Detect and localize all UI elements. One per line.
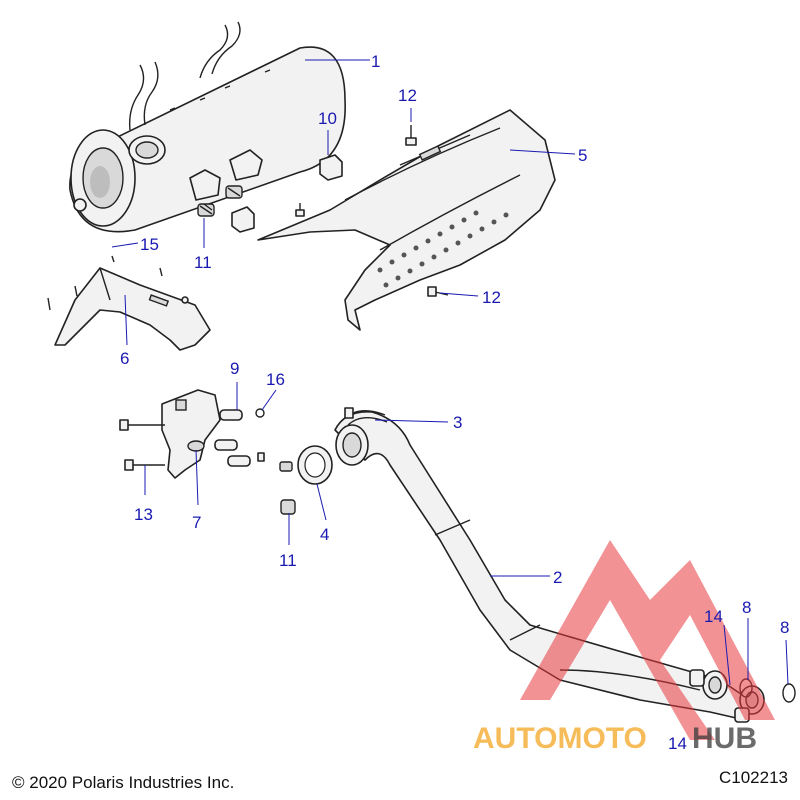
callout-8a: 8 xyxy=(742,598,751,617)
callout-6: 6 xyxy=(120,349,129,368)
callout-12b: 12 xyxy=(482,288,501,307)
drawing-code: C102213 xyxy=(718,768,788,787)
heat-shield-part-5 xyxy=(257,109,556,331)
callout-14a: 14 xyxy=(704,607,723,626)
leader-lines xyxy=(111,59,789,686)
callout-2: 2 xyxy=(553,568,562,587)
bolt-part-12-lower xyxy=(427,286,449,297)
callout-9: 9 xyxy=(230,359,239,378)
bolt-part-12-top xyxy=(405,125,417,146)
callout-4: 4 xyxy=(320,525,329,544)
automotohub-watermark-logo xyxy=(520,540,775,740)
spacer-part-9 xyxy=(214,409,251,467)
callout-11b: 11 xyxy=(279,551,297,570)
callout-labels: 1 2 3 4 5 6 7 8 8 9 10 11 11 12 12 13 14… xyxy=(120,52,789,753)
callout-10: 10 xyxy=(318,109,337,128)
heat-shield-part-6 xyxy=(47,255,211,351)
callout-16: 16 xyxy=(266,370,285,389)
callout-3: 3 xyxy=(453,413,462,432)
callout-8b: 8 xyxy=(780,618,789,637)
bracket-part-7 xyxy=(161,389,221,479)
callout-5: 5 xyxy=(578,146,587,165)
bolt-heat-shield-extra xyxy=(295,203,305,217)
muffler-part-1 xyxy=(69,21,346,233)
gasket-part-4 xyxy=(297,445,333,485)
callout-12a: 12 xyxy=(398,86,417,105)
isolator-part-11-lower xyxy=(279,461,296,515)
isolator-part-11-upper xyxy=(197,185,243,217)
bolt-part-13 xyxy=(119,419,165,471)
callout-7: 7 xyxy=(192,513,201,532)
callout-11a: 11 xyxy=(194,253,212,272)
washer-part-16 xyxy=(255,408,265,462)
copyright-text: © 2020 Polaris Industries Inc. xyxy=(12,773,235,792)
callout-15: 15 xyxy=(140,235,159,254)
callout-13: 13 xyxy=(134,505,153,524)
rubber-block-part-10 xyxy=(231,154,343,233)
watermark-text-suffix: HUB xyxy=(692,722,757,755)
callout-1: 1 xyxy=(371,52,380,71)
watermark-text-prefix: AUTOMOTO xyxy=(473,722,647,755)
callout-14b: 14 xyxy=(668,734,687,753)
